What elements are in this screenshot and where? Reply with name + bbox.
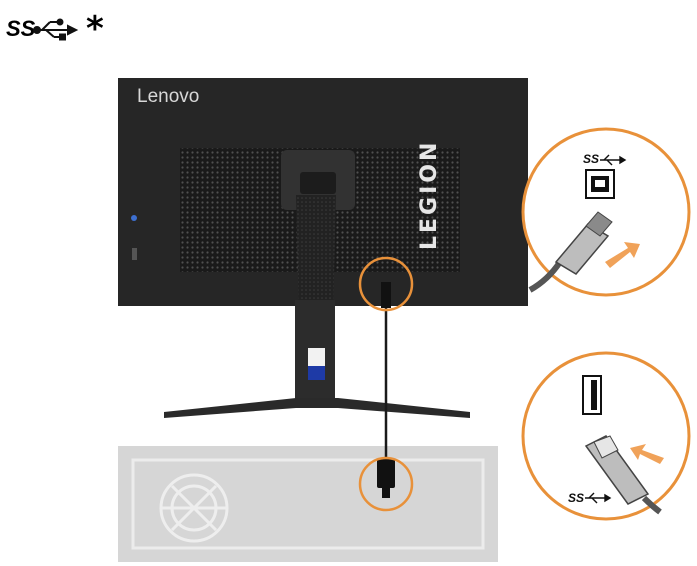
superspeed-usb-logo: SS *: [6, 8, 126, 49]
cable-plug-monitor: [381, 282, 391, 308]
usb-type-b-port-icon: [585, 169, 615, 199]
insert-arrow-bottom-icon: [630, 444, 664, 464]
cable-clip: [308, 348, 325, 366]
asterisk: *: [86, 9, 104, 42]
ss-text: SS: [6, 16, 36, 41]
usb-cable: [377, 282, 395, 498]
stand-base: [164, 398, 470, 418]
joystick-button: [132, 248, 137, 260]
callout-computer-port: [358, 456, 414, 512]
usb-type-a-plug-icon: [584, 435, 662, 515]
port-ss-label-top: SS: [583, 152, 599, 166]
callout-type-b: SS: [521, 127, 691, 297]
usb-symbol-bottom-icon: [585, 492, 612, 504]
port-ss-label-bottom: SS: [568, 491, 584, 505]
power-led: [131, 215, 137, 221]
fan-grille-icon: [159, 473, 229, 543]
computer: [118, 446, 498, 562]
cable-plug-computer: [377, 458, 395, 488]
usb-symbol-top-icon: [600, 154, 627, 166]
monitor-brand: Lenovo: [137, 86, 199, 107]
usb-type-a-port-icon: [582, 375, 602, 415]
usb-type-b-plug-icon: [528, 211, 613, 293]
usb-trident-icon: [33, 18, 79, 41]
legion-logo: LEGION: [417, 140, 442, 250]
stand-release-button: [308, 366, 325, 380]
callout-monitor-port: [358, 256, 414, 312]
insert-arrow-top-icon: [605, 242, 640, 268]
monitor-stand: [164, 150, 470, 418]
callout-type-a: SS: [521, 351, 691, 521]
